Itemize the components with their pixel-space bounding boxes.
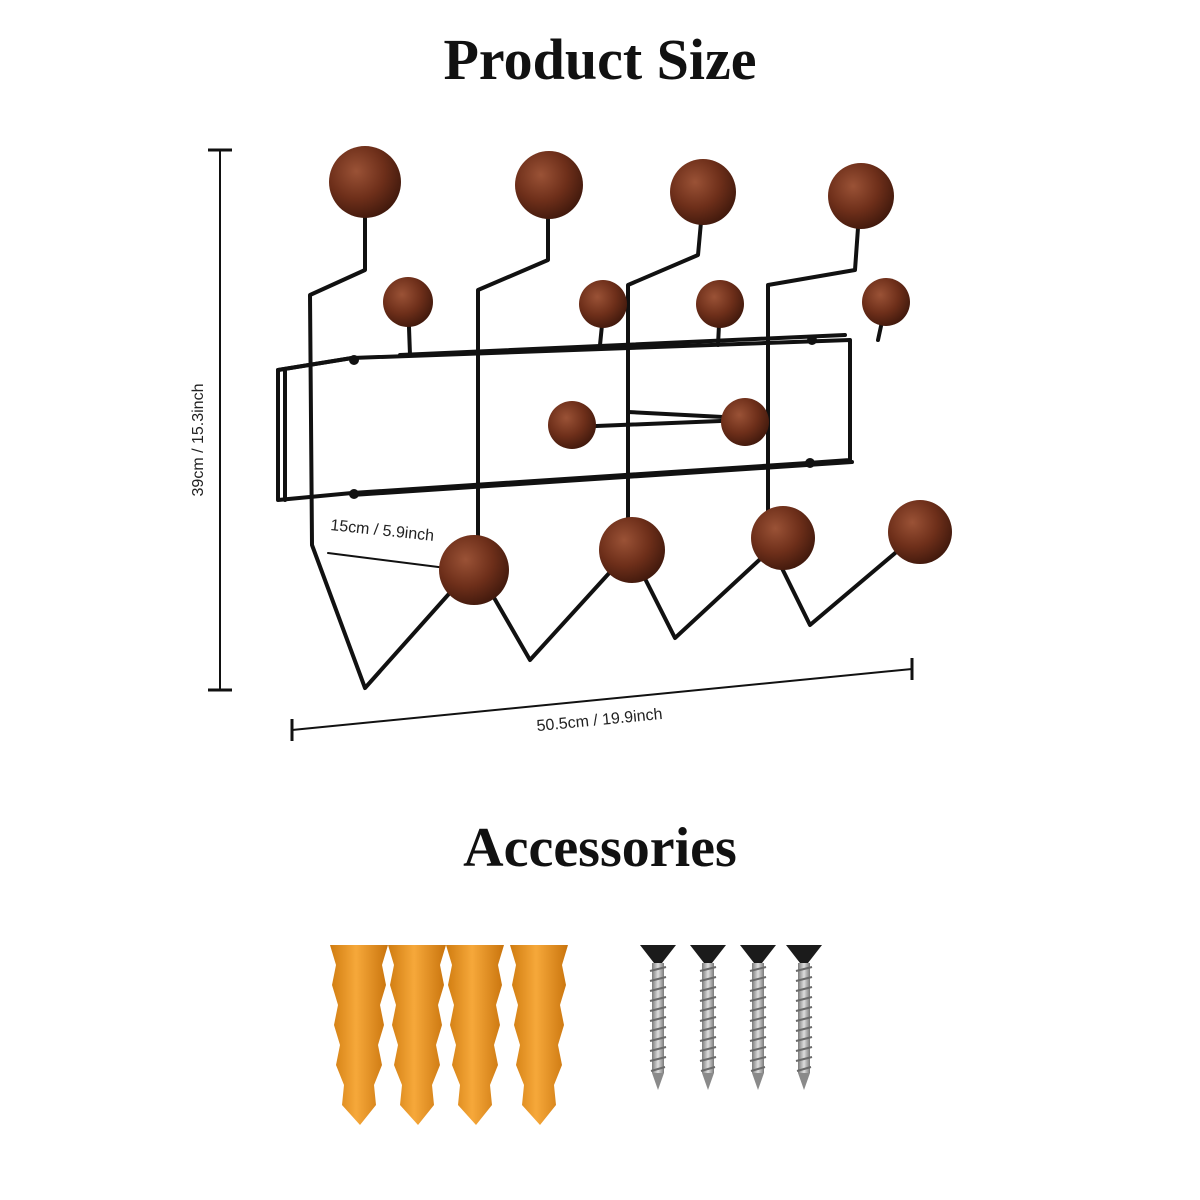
wood-ball [329,146,401,218]
wood-balls [329,146,952,605]
frame-joints [349,335,817,499]
wood-ball [439,535,509,605]
wood-ball [548,401,596,449]
accessories-title: Accessories [463,817,737,879]
wall-anchors [330,945,568,1125]
wood-ball [862,278,910,326]
wood-ball [888,500,952,564]
screw-icon [640,945,676,1090]
wood-ball [515,151,583,219]
screw-icon [690,945,726,1090]
width-label: 50.5cm / 19.9inch [536,706,663,735]
coat-rack-illustration [276,198,922,690]
wall-anchor-icon [510,945,568,1125]
wall-anchor-icon [446,945,504,1125]
wood-ball [383,277,433,327]
depth-label: 15cm / 5.9inch [330,517,435,545]
wood-ball [828,163,894,229]
screws [640,945,822,1090]
wall-anchor-icon [388,945,446,1125]
wood-ball [579,280,627,328]
wood-ball [721,398,769,446]
height-dimension: 39cm / 15.3inch [190,148,232,692]
screw-icon [740,945,776,1090]
width-dimension: 50.5cm / 19.9inch [290,658,914,741]
height-label: 39cm / 15.3inch [190,384,207,497]
wood-ball [696,280,744,328]
product-size-title: Product Size [443,27,757,92]
wall-anchor-icon [330,945,388,1125]
screw-icon [786,945,822,1090]
wood-ball [599,517,665,583]
wood-ball [670,159,736,225]
wood-ball [751,506,815,570]
